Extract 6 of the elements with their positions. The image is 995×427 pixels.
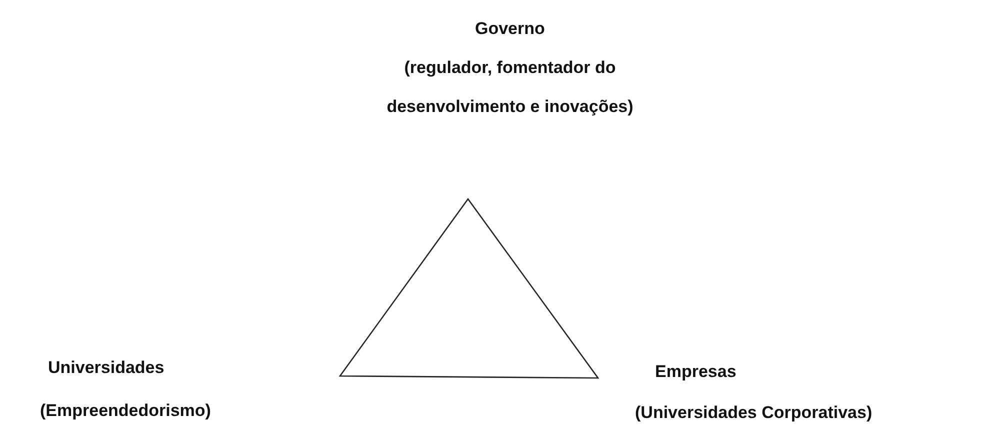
actor-description: (Empreendedorismo) (40, 400, 212, 422)
actor-heading: Governo (475, 18, 546, 40)
actor-description: (regulador, fomentador do desenvolvimento e inovações) (386, 57, 634, 118)
actor-heading: Universidades (48, 357, 166, 379)
actor-description: (Universidades Corporativas) (635, 402, 874, 424)
actor-heading: Empresas (655, 361, 738, 383)
